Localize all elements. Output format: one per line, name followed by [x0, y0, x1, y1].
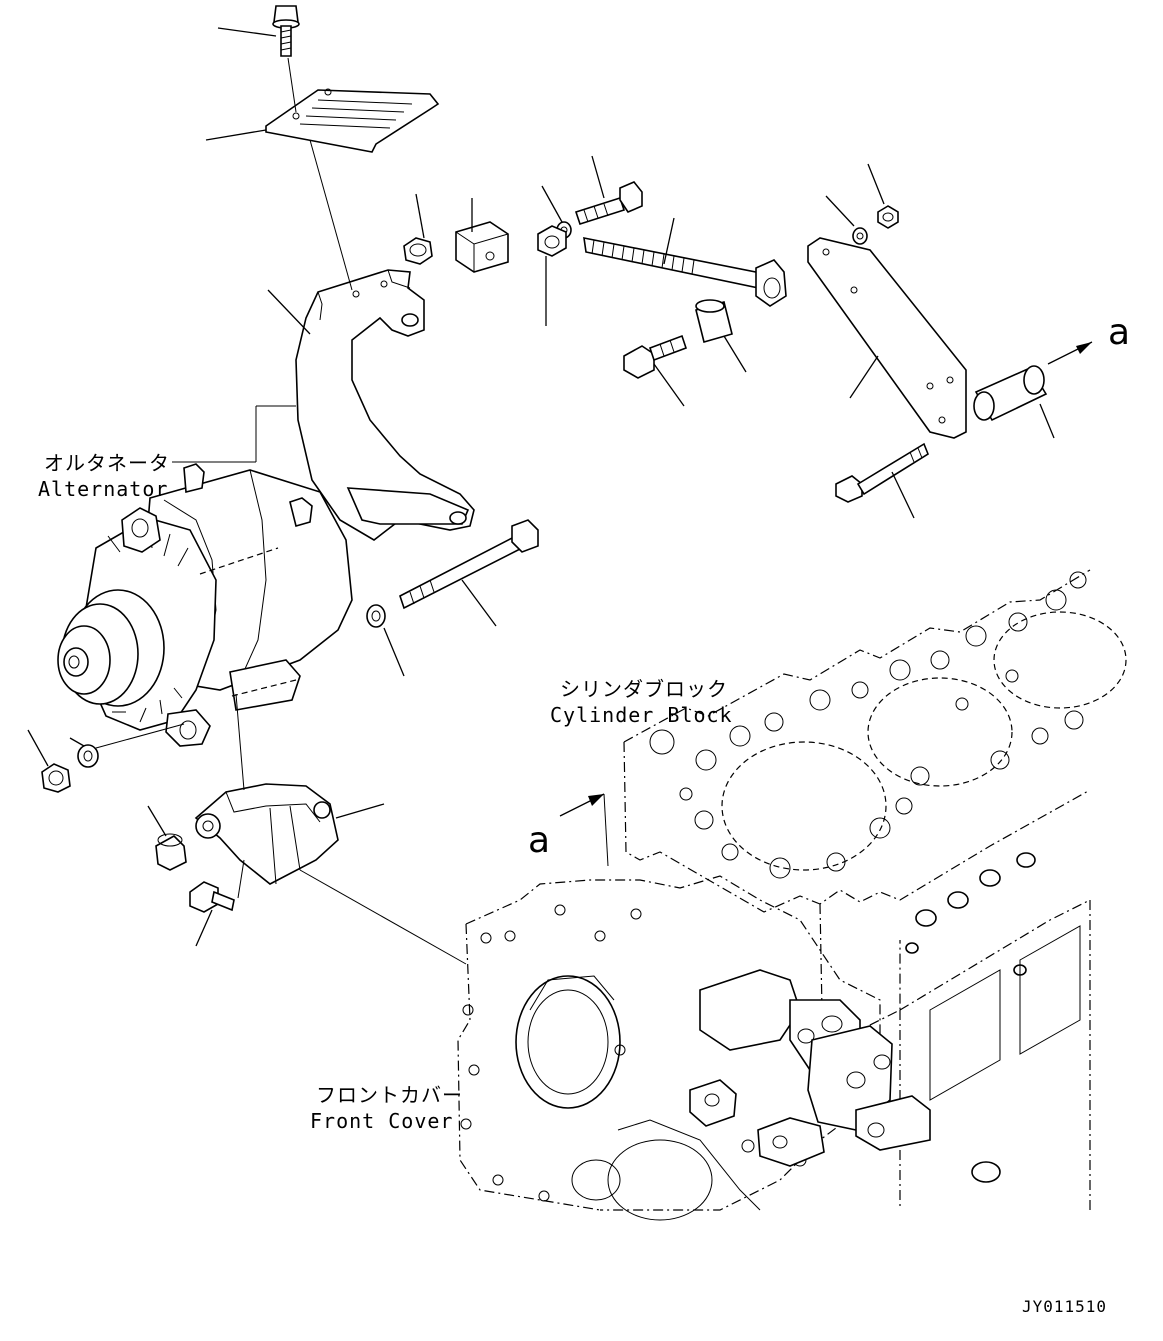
washer-upper-right: [825, 195, 868, 245]
view-label-a-left: a: [528, 820, 550, 861]
mount-leader: [299, 869, 467, 965]
view-label-a-right: a: [1108, 312, 1130, 353]
adjusting-rod: [583, 217, 787, 307]
front-cover-bolt-holes: [460, 904, 807, 1202]
alternator: [57, 463, 353, 747]
cylinder-block-label-jp: シリンダブロック: [560, 677, 728, 701]
label-cylinder-block: シリンダブロック Cylinder Block: [550, 677, 733, 727]
washer-lower-left: [69, 723, 185, 768]
nut-upper-right: [867, 163, 899, 229]
block-side-bosses: [905, 852, 1036, 1183]
label-alternator: オルタネータ Alternator: [38, 405, 296, 501]
sleeve-small: [695, 299, 747, 373]
front-cover-label-jp: フロントカバー: [316, 1083, 463, 1107]
flange-bolt-middle: [623, 334, 688, 407]
flange-bolt-lower: [189, 859, 245, 947]
top-bolt: [217, 5, 300, 57]
heat-shield-plate: [205, 57, 440, 153]
front-cover-label-en: Front Cover: [310, 1109, 453, 1133]
alternator-label-en: Alternator: [38, 477, 168, 501]
head-bolt-holes: [649, 571, 1087, 879]
view-arrow-a-left: [559, 793, 609, 867]
bushing-lower: [147, 805, 187, 871]
washer-alt-right: [366, 604, 405, 677]
long-bolt-right: [835, 442, 929, 519]
spacer-block: [455, 198, 509, 273]
alternator-bracket: [267, 139, 475, 541]
nut-left: [403, 193, 433, 265]
view-arrow-a-right: [1047, 341, 1093, 365]
upper-plate-bracket: [807, 237, 967, 439]
through-bolt: [399, 519, 539, 627]
cylinder-block-label-en: Cylinder Block: [550, 703, 733, 727]
label-front-cover: フロントカバー Front Cover: [310, 1083, 463, 1133]
lower-mount-bracket: [194, 693, 385, 885]
bolt-short: [574, 155, 643, 226]
drawing-code: JY011510: [1022, 1297, 1107, 1316]
sleeve-right: [973, 365, 1055, 439]
nut-lower-left: [27, 729, 71, 793]
front-cover: [457, 875, 931, 1221]
alternator-label-jp: オルタネータ: [44, 451, 170, 475]
nut-center: [537, 225, 567, 326]
